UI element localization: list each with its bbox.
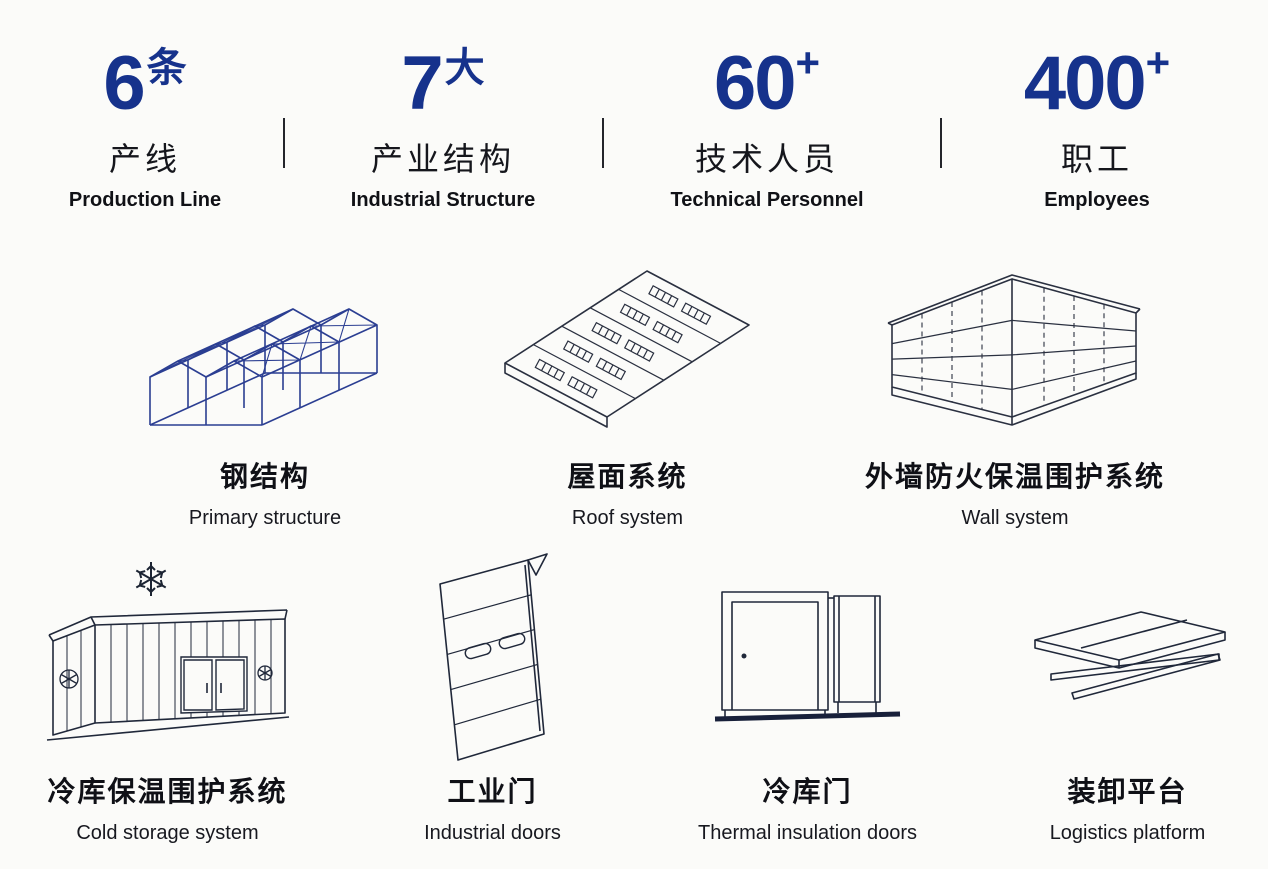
product-label-cn: 钢结构: [219, 461, 310, 492]
stat-number: 60: [713, 41, 797, 126]
product-label-en: Cold storage system: [76, 822, 259, 844]
stat-number: 400: [1023, 41, 1147, 126]
stat-value: 400+: [1024, 42, 1170, 122]
product-label-cn: 屋面系统: [567, 461, 688, 492]
stat-industrial-structure: 7大 产业结构 Industrial Structure: [351, 46, 535, 212]
loading-platform-illustration: [1033, 610, 1226, 700]
cold-storage-door-icon: [685, 548, 930, 770]
snowflake-icon: [135, 562, 166, 596]
stat-unit: 条: [146, 46, 187, 90]
cold-storage-door-illustration: [714, 590, 901, 721]
stat-label-en: Production Line: [68, 189, 222, 211]
stat-technical-personnel: 60+ 技术人员 Technical Personnel: [670, 42, 864, 212]
product-label-en: Roof system: [571, 507, 684, 529]
stat-value: 6条: [69, 46, 221, 122]
stat-label-en: Industrial Structure: [350, 189, 536, 211]
product-label-cn: 冷库保温围护系统: [47, 776, 288, 807]
stat-label-cn: 技术人员: [694, 141, 839, 177]
stat-plus-sign: +: [1145, 39, 1171, 86]
product-cold-storage: 冷库保温围护系统 Cold storage system: [25, 548, 310, 845]
wall-system-icon: [860, 250, 1170, 455]
loading-platform-icon: [1005, 548, 1250, 770]
product-industrial-door: 工业门 Industrial doors: [405, 548, 580, 845]
wall-system-illustration: [887, 273, 1141, 426]
stat-label-en: Technical Personnel: [670, 189, 864, 211]
stat-label-en: Employees: [1044, 189, 1150, 211]
cold-storage-illustration: [46, 562, 289, 741]
product-label-cn: 冷库门: [762, 776, 853, 807]
cold-storage-icon: [25, 548, 310, 770]
stat-label-cn: 产业结构: [370, 141, 516, 177]
stat-unit: 大: [444, 46, 485, 90]
product-label-cn: 工业门: [447, 776, 538, 807]
product-roof-system: 屋面系统 Roof system: [495, 250, 760, 530]
stat-production-line: 6条 产线 Production Line: [69, 46, 221, 212]
fan-icon: [256, 665, 273, 681]
industrial-door-illustration: [438, 552, 548, 761]
product-label-en: Logistics platform: [1049, 822, 1206, 844]
stat-plus-sign: +: [795, 39, 821, 86]
industrial-door-icon: [405, 548, 580, 770]
stat-number: 7: [401, 41, 443, 126]
stat-divider: [283, 118, 285, 168]
stat-divider: [940, 118, 942, 168]
steel-structure-icon: [135, 250, 395, 455]
stat-number: 6: [103, 41, 145, 126]
stat-value: 60+: [670, 42, 863, 122]
stat-label-cn: 产线: [108, 141, 181, 177]
product-label-en: Wall system: [961, 507, 1069, 529]
product-loading-platform: 装卸平台 Logistics platform: [1005, 548, 1250, 845]
product-label-cn: 装卸平台: [1067, 776, 1188, 807]
roof-system-icon: [495, 250, 760, 455]
product-label-en: Primary structure: [188, 507, 342, 529]
product-label-en: Thermal insulation doors: [698, 822, 917, 844]
fan-icon: [58, 669, 79, 689]
stat-value: 7大: [351, 46, 535, 122]
roof-system-illustration: [503, 269, 750, 428]
product-cold-storage-door: 冷库门 Thermal insulation doors: [685, 548, 930, 845]
stat-divider: [602, 118, 604, 168]
steel-structure-illustration: [149, 308, 378, 426]
door-handle-dot: [741, 653, 747, 658]
stat-employees: 400+ 职工 Employees: [1024, 42, 1170, 212]
product-label-cn: 外墙防火保温围护系统: [864, 461, 1165, 492]
stat-label-cn: 职工: [1060, 141, 1133, 177]
product-label-en: Industrial doors: [424, 822, 561, 844]
product-wall-system: 外墙防火保温围护系统 Wall system: [860, 250, 1170, 530]
product-steel-structure: 钢结构 Primary structure: [135, 250, 395, 530]
